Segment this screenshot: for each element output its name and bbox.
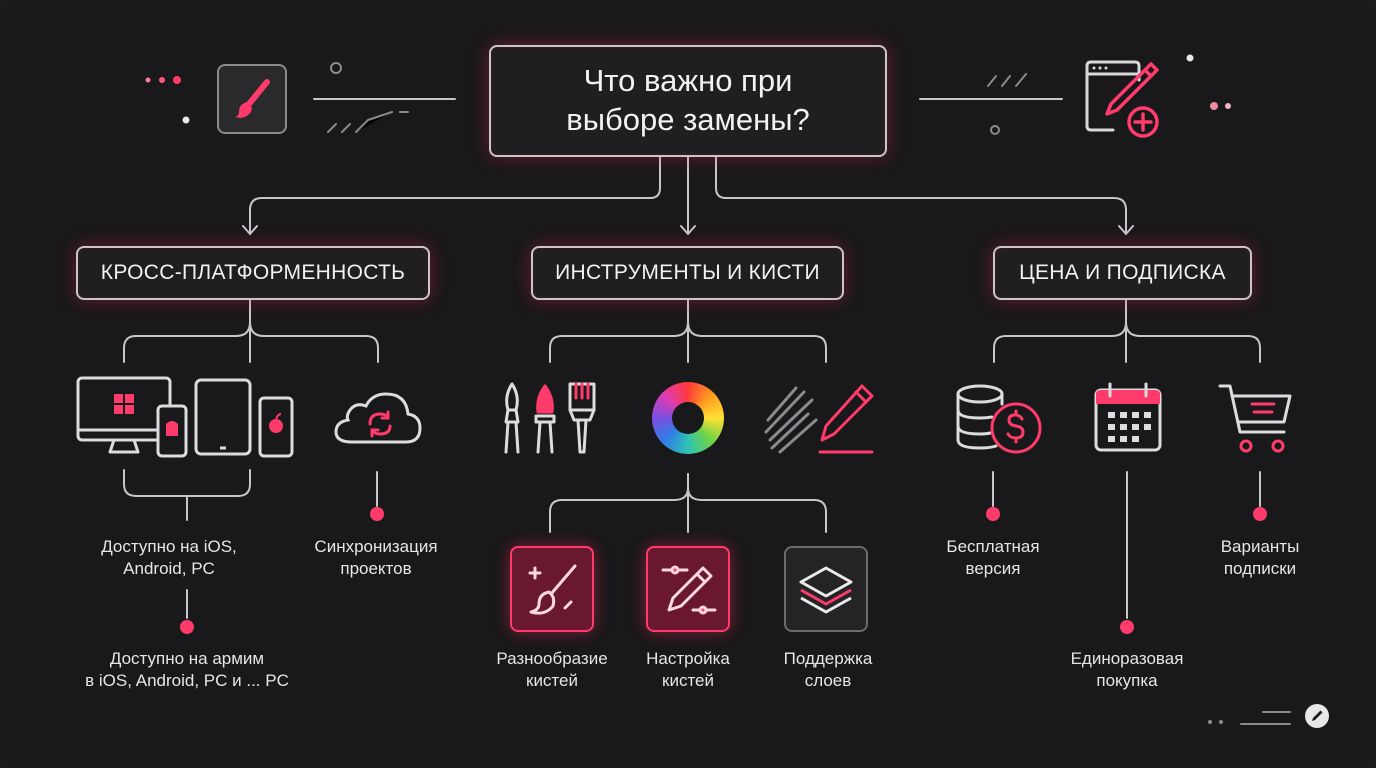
- available-more-label: Доступно на армим в iOS, Android, PC и .…: [85, 649, 289, 690]
- brush-variety-label: Разнообразие кистей: [496, 649, 608, 690]
- project-sync-label: Синхронизация проектов: [314, 537, 438, 578]
- coins-dollar-icon: [954, 382, 1044, 454]
- free-version-label: Бесплатная версия: [946, 537, 1040, 578]
- desktop-windows-icon: [76, 376, 172, 454]
- category-label: ЦЕНА И ПОДПИСКА: [1019, 261, 1226, 284]
- category-label: ИНСТРУМЕНТЫ И КИСТИ: [555, 261, 820, 284]
- devices-group: [76, 376, 296, 458]
- available-platforms-label: Доступно на iOS, Android, PC: [101, 537, 237, 578]
- one-time-purchase-label: Единоразовая покупка: [1070, 649, 1184, 690]
- pencil-sliders-icon: [646, 546, 730, 632]
- brush-settings-label: Настройка кистей: [646, 649, 730, 690]
- paintbrush-icon: [217, 64, 287, 134]
- phone-apple-icon: [258, 396, 294, 458]
- pen-edit-icon: [1083, 58, 1163, 140]
- category-label: КРОСС-ПЛАТФОРМЕННОСТЬ: [100, 261, 406, 284]
- diagram-title: Что важно при выборе замены?: [566, 63, 810, 137]
- tablet-icon: [194, 378, 252, 456]
- sketch-pencil-icon: [762, 380, 876, 458]
- category-tools-brushes: ИНСТРУМЕНТЫ И КИСТИ: [531, 246, 844, 300]
- category-cross-platform: КРОСС-ПЛАТФОРМЕННОСТЬ: [76, 246, 430, 300]
- phone-android-icon: [156, 404, 188, 458]
- layers-support-label: Поддержка слоев: [783, 649, 873, 690]
- brush-sparkle-icon: [510, 546, 594, 632]
- category-price-subscription: ЦЕНА И ПОДПИСКА: [993, 246, 1252, 300]
- edit-circle-icon[interactable]: [1305, 704, 1329, 728]
- cloud-sync-icon: [334, 388, 424, 448]
- subscription-options-label: Варианты подписки: [1220, 537, 1300, 578]
- calendar-icon: [1092, 382, 1164, 454]
- brushes-icon: [498, 380, 602, 456]
- layers-icon: [784, 546, 868, 632]
- shopping-cart-icon: [1216, 380, 1294, 456]
- color-wheel-icon: [652, 382, 724, 454]
- diagram-title-box: Что важно при выборе замены?: [489, 45, 887, 157]
